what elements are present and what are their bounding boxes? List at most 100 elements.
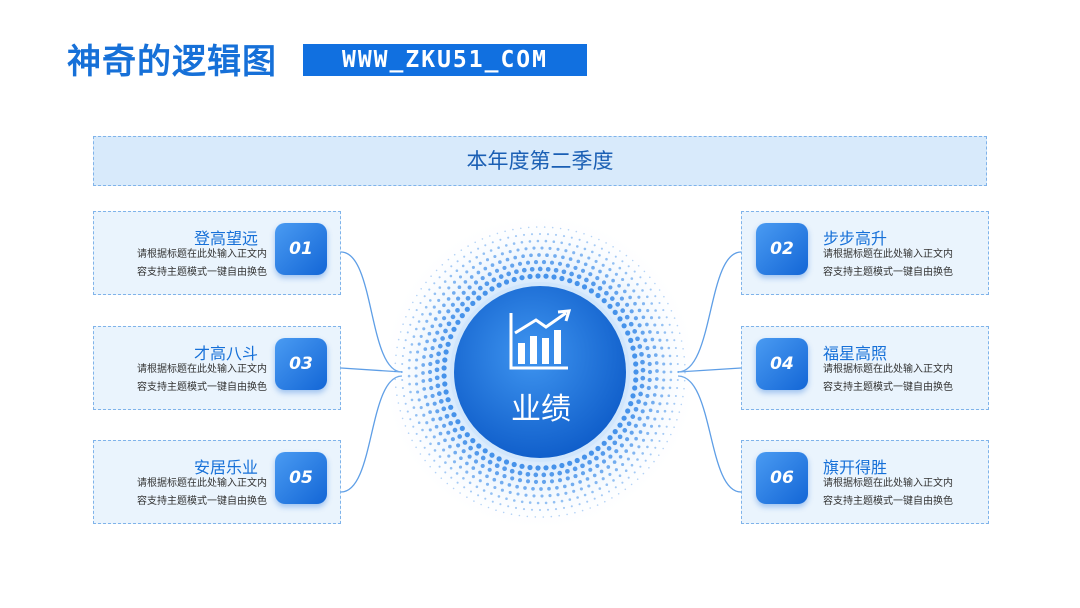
halftone-dot <box>465 461 469 466</box>
halftone-dot <box>434 424 439 429</box>
halftone-dot <box>473 459 479 464</box>
halftone-dot <box>601 280 607 285</box>
halftone-dot <box>568 498 572 501</box>
halftone-dot <box>430 324 435 329</box>
halftone-dot <box>428 453 431 456</box>
halftone-dot <box>404 402 407 405</box>
halftone-dot <box>588 272 593 277</box>
halftone-dot <box>402 323 404 325</box>
halftone-dot <box>652 345 657 350</box>
halftone-dot <box>633 423 638 428</box>
halftone-dot <box>657 316 661 319</box>
halftone-dot <box>630 345 636 351</box>
halftone-dot <box>465 295 471 301</box>
item-card-02: 02 步步高升 请根据标题在此处输入正文内 容支持主题模式一键自由换色 <box>741 211 989 295</box>
halftone-dot <box>618 454 623 459</box>
halftone-dot <box>625 408 631 414</box>
halftone-dot <box>668 323 671 326</box>
halftone-dot <box>640 375 646 381</box>
halftone-dot <box>669 370 673 374</box>
halftone-dot <box>579 487 583 491</box>
halftone-dot <box>514 235 518 238</box>
item-title: 旗开得胜 <box>823 458 888 477</box>
halftone-dot <box>562 484 567 489</box>
halftone-dot <box>505 497 508 501</box>
halftone-dot <box>497 246 500 249</box>
halftone-dot <box>590 235 593 238</box>
halftone-dot <box>437 343 443 349</box>
item-number-badge: 03 <box>275 338 327 390</box>
halftone-dot <box>592 473 597 478</box>
halftone-dot <box>513 255 518 260</box>
halftone-dot <box>401 417 404 420</box>
halftone-dot <box>653 417 657 421</box>
halftone-dot <box>475 485 479 489</box>
item-number-badge: 02 <box>756 223 808 275</box>
halftone-dot <box>604 290 609 296</box>
halftone-dot <box>503 279 510 285</box>
halftone-dot <box>647 377 652 383</box>
halftone-dot <box>612 479 615 482</box>
halftone-dot <box>650 337 655 342</box>
halftone-dot <box>650 302 653 305</box>
halftone-dot <box>596 504 599 506</box>
halftone-dot <box>428 428 432 432</box>
halftone-dot <box>665 338 669 342</box>
halftone-dot <box>635 336 640 342</box>
halftone-dot <box>427 331 432 336</box>
halftone-dot <box>595 463 600 468</box>
halftone-dot <box>549 260 555 265</box>
halftone-dot <box>450 302 455 307</box>
desc-line: 请根据标题在此处输入正文内 <box>137 478 267 489</box>
halftone-dot <box>591 490 594 494</box>
halftone-dot <box>489 286 495 292</box>
halftone-dot <box>443 349 449 355</box>
halftone-dot <box>432 305 436 309</box>
halftone-dot <box>421 379 426 383</box>
desc-line: 请根据标题在此处输入正文内 <box>823 478 953 489</box>
halftone-dot <box>561 255 565 260</box>
halftone-dot <box>451 291 456 295</box>
halftone-dot <box>425 402 430 407</box>
halftone-dot <box>653 460 655 463</box>
halftone-dot <box>611 278 615 283</box>
halftone-dot <box>446 297 451 301</box>
halftone-dot <box>665 316 668 319</box>
halftone-dot <box>527 273 533 280</box>
halftone-dot <box>567 278 573 284</box>
halftone-dot <box>574 457 580 464</box>
halftone-dot <box>614 486 617 489</box>
halftone-dot <box>428 377 433 383</box>
halftone-dot <box>407 432 410 434</box>
halftone-dot <box>654 432 658 435</box>
halftone-dot <box>409 323 412 326</box>
halftone-dot <box>570 236 573 239</box>
halftone-dot <box>441 264 444 266</box>
halftone-dot <box>569 271 574 277</box>
halftone-dot <box>633 316 638 321</box>
halftone-dot <box>557 478 563 483</box>
halftone-dot <box>428 410 432 414</box>
halftone-dot <box>487 467 492 472</box>
halftone-dot <box>518 514 521 517</box>
halftone-dot <box>520 241 524 244</box>
halftone-dot <box>674 346 677 350</box>
halftone-dot <box>644 282 647 285</box>
halftone-dot <box>522 508 526 511</box>
halftone-dot <box>411 439 413 442</box>
halftone-dot <box>658 301 661 305</box>
halftone-dot <box>447 454 451 458</box>
halftone-dot <box>434 375 440 381</box>
halftone-dot <box>499 238 502 241</box>
halftone-dot <box>517 478 523 483</box>
halftone-dot <box>598 487 602 490</box>
halftone-dot <box>394 370 396 373</box>
halftone-dot <box>424 459 426 462</box>
halftone-dot <box>674 394 677 398</box>
halftone-dot <box>535 226 538 228</box>
halftone-dot <box>429 299 432 302</box>
halftone-dot <box>425 281 427 284</box>
halftone-dot <box>663 331 667 334</box>
halftone-dot <box>508 490 512 494</box>
dot-pattern-ring <box>394 226 686 518</box>
